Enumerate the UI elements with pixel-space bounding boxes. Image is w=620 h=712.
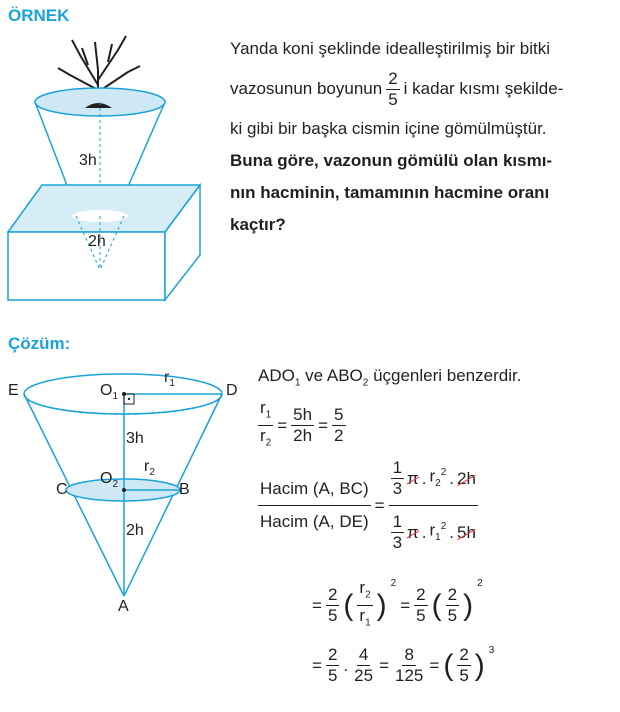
point-b-label: B	[179, 481, 190, 498]
point-c-label: C	[56, 481, 68, 498]
r2-label: r2	[144, 458, 155, 479]
example-label-2h: 2h	[88, 233, 106, 250]
example-line1: Yanda koni şeklinde idealleştirilmiş bir…	[230, 39, 550, 58]
example-question3: kaçtır?	[230, 215, 286, 234]
solution-label-3h: 3h	[126, 430, 144, 447]
solution-heading: Çözüm:	[8, 334, 71, 353]
example-question2: nın hacminin, tamamının hacmine oranı	[230, 183, 550, 202]
point-o1-label: O1	[100, 382, 119, 403]
example-heading: ÖRNEK	[8, 6, 70, 25]
example-label-3h: 3h	[79, 152, 97, 169]
example-line2-pre: vazosunun boyunun	[230, 79, 383, 98]
example-text: Yanda koni şeklinde idealleştirilmiş bir…	[230, 36, 612, 238]
point-d-label: D	[226, 382, 238, 399]
point-a-label: A	[118, 598, 129, 615]
point-o2-label: O2	[100, 470, 119, 491]
example-question1: Buna göre, vazonun gömülü olan kısmı-	[230, 151, 553, 170]
example-line2-post: i kadar kısmı şekilde-	[403, 79, 564, 98]
example-line3: ki gibi bir başka cismin içine gömülmüşt…	[230, 119, 547, 138]
solution-figure	[23, 373, 223, 597]
solution-label-2h: 2h	[126, 522, 144, 539]
similarity-statement: ADO1 ve ABO2 üçgenleri benzerdir.	[258, 366, 522, 389]
example-figure	[6, 35, 202, 303]
point-e-label: E	[8, 382, 19, 399]
r1-label: r1	[164, 369, 175, 390]
